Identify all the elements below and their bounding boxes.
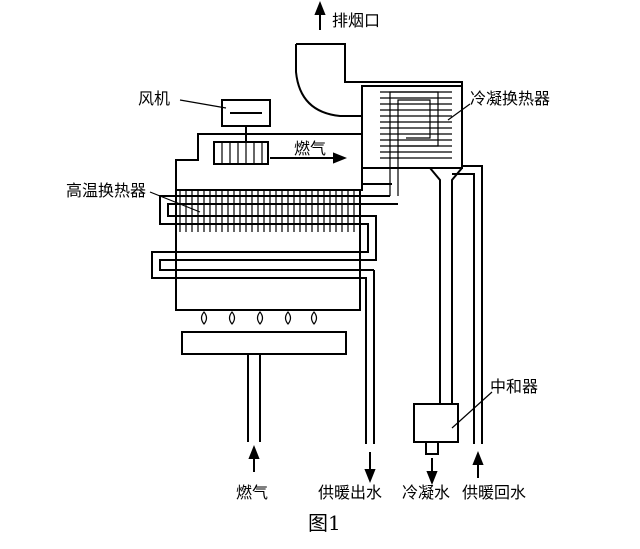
condensing-hx-leader <box>447 103 471 121</box>
condensing-heat-exchanger <box>361 85 471 404</box>
label-high-temp-hx: 高温换热器 <box>66 181 146 200</box>
fan-motor <box>179 99 271 142</box>
neutralizer-leader <box>451 391 493 429</box>
heating-return-pipe <box>452 165 484 478</box>
burner <box>181 311 347 472</box>
high-temp-heat-exchanger <box>149 190 398 444</box>
label-heating-supply: 供暖出水 <box>318 483 382 502</box>
high-temp-hx-leader <box>149 191 201 213</box>
exhaust-flue <box>295 1 463 134</box>
label-condensing-hx: 冷凝换热器 <box>470 89 550 108</box>
label-gas-flow: 燃气 <box>294 139 326 158</box>
fan-leader <box>179 99 227 109</box>
label-heating-return: 供暖回水 <box>462 483 526 502</box>
figure-caption: 图1 <box>308 511 341 535</box>
label-gas-inlet: 燃气 <box>236 483 268 502</box>
label-exhaust: 排烟口 <box>332 11 380 30</box>
heating-supply-pipe <box>364 270 376 483</box>
combustion-body <box>175 133 392 311</box>
label-fan: 风机 <box>138 89 170 108</box>
label-condensate: 冷凝水 <box>402 483 450 502</box>
label-neutralizer: 中和器 <box>490 377 538 396</box>
neutralizer <box>413 391 493 485</box>
